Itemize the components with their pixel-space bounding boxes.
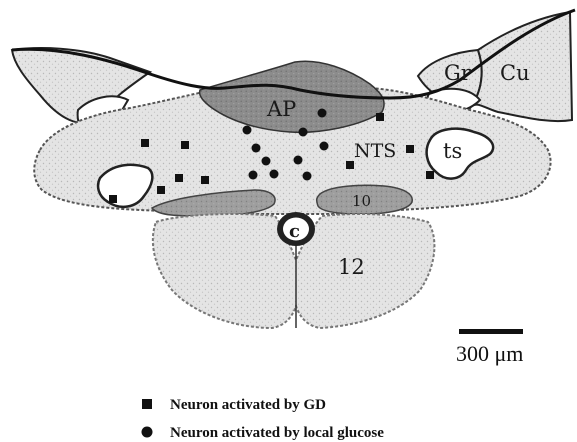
gd-neuron-marker: [376, 113, 384, 121]
glucose-neuron-marker: [320, 142, 329, 151]
label-ts: ts: [443, 139, 462, 163]
glucose-neuron-marker: [299, 128, 308, 137]
label-gr: Gr: [444, 61, 472, 85]
gd-neuron-marker: [175, 174, 183, 182]
label-12: 12: [338, 255, 365, 279]
label-c: c: [289, 221, 300, 242]
gd-neuron-marker: [201, 176, 209, 184]
label-cu: Cu: [500, 61, 530, 85]
scale-bar-label: 300 μm: [456, 341, 523, 366]
scale-bar: [459, 329, 523, 334]
glucose-neuron-marker: [294, 156, 303, 165]
gd-neuron-marker: [426, 171, 434, 179]
glucose-neuron-marker: [252, 144, 261, 153]
glucose-neuron-marker: [243, 126, 252, 135]
gd-neuron-marker: [406, 145, 414, 153]
legend: Neuron activated by GD Neuron activated …: [142, 397, 385, 441]
gd-neuron-marker: [346, 161, 354, 169]
glucose-neuron-marker: [262, 157, 271, 166]
gd-neuron-marker: [109, 195, 117, 203]
gd-neuron-marker: [157, 186, 165, 194]
legend-circle-icon: [142, 427, 153, 438]
gd-neuron-marker: [141, 139, 149, 147]
glucose-neuron-marker: [249, 171, 258, 180]
gd-neuron-marker: [181, 141, 189, 149]
label-10: 10: [352, 192, 371, 210]
label-ap: AP: [266, 97, 296, 121]
label-nts: NTS: [354, 140, 396, 162]
legend-square-icon: [142, 399, 152, 409]
glucose-neuron-marker: [318, 109, 327, 118]
legend-label-gd: Neuron activated by GD: [170, 397, 326, 413]
glucose-neuron-marker: [270, 170, 279, 179]
legend-label-glucose: Neuron activated by local glucose: [170, 425, 384, 441]
glucose-neuron-marker: [303, 172, 312, 181]
